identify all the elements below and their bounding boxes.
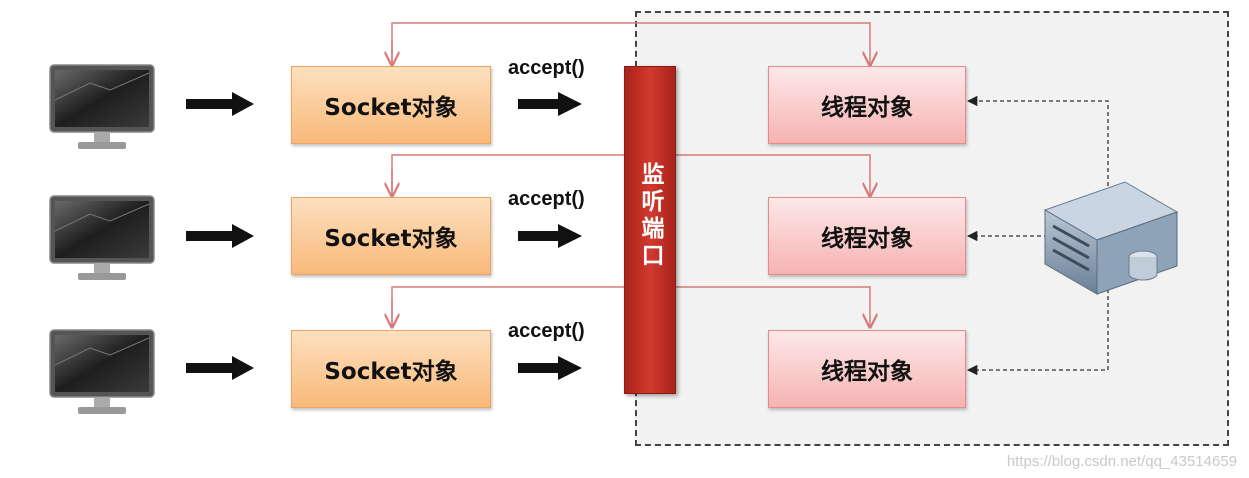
accept-arrow-3 [518, 356, 582, 380]
row1-connector [392, 22, 870, 65]
socket-box-3: Socket对象 [291, 330, 491, 408]
socket-box-2: Socket对象 [291, 197, 491, 275]
accept-arrow-2 [518, 224, 582, 248]
listen-port-label: 监听端口 [637, 162, 663, 270]
thread-label: 线程对象 [821, 226, 913, 252]
watermark: https://blog.csdn.net/qq_43514659 [1006, 453, 1237, 470]
client-arrows [186, 92, 254, 380]
socket-label: Socket对象 [324, 95, 458, 121]
accept-arrow-1 [518, 92, 582, 116]
listen-port-bar: 监听端口 [624, 66, 676, 394]
client-arrow-1 [186, 92, 254, 116]
server-connectors [966, 95, 1109, 376]
monitor-icon [49, 64, 155, 149]
thread-box-1: 线程对象 [768, 66, 966, 144]
thread-box-2: 线程对象 [768, 197, 966, 275]
client-arrow-3 [186, 356, 254, 380]
monitor-icon [49, 195, 155, 280]
client-arrow-2 [186, 224, 254, 248]
accept-label-1: accept() [508, 57, 585, 79]
server-icon [1043, 181, 1179, 295]
thread-label: 线程对象 [821, 95, 913, 121]
socket-label: Socket对象 [324, 359, 458, 385]
accept-label-3: accept() [508, 320, 585, 342]
thread-label: 线程对象 [821, 359, 913, 385]
socket-label: Socket对象 [324, 226, 458, 252]
accept-arrows [518, 92, 582, 380]
monitor-icon [49, 329, 155, 414]
socket-box-1: Socket对象 [291, 66, 491, 144]
accept-label-2: accept() [508, 188, 585, 210]
thread-box-3: 线程对象 [768, 330, 966, 408]
